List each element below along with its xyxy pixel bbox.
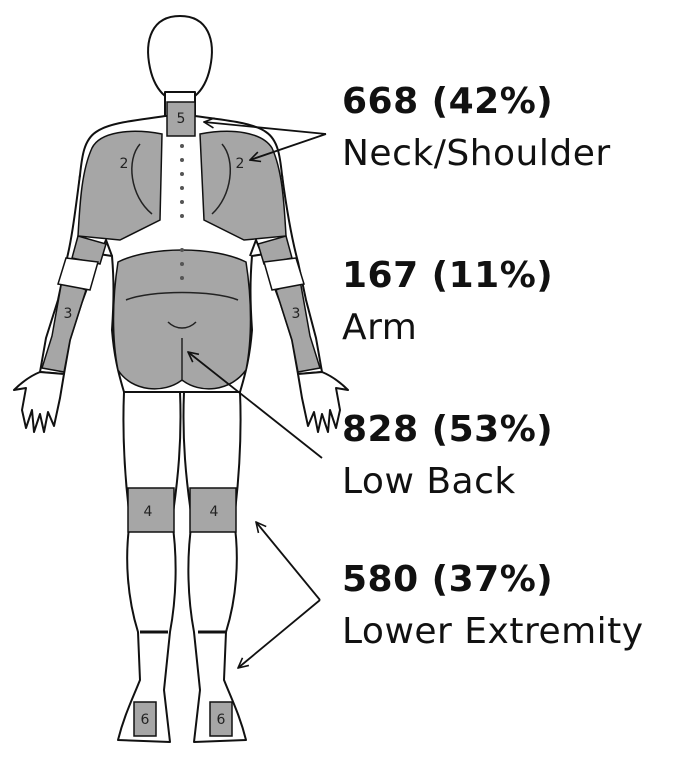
zone-number-left-foot: 6 [141,712,150,728]
zone-number-right-shoulder: 2 [236,156,245,172]
zone-number-neck: 5 [177,111,186,127]
zone-number-right-knee: 4 [210,504,219,520]
lower-extremity-count: 580 (37%) [342,562,644,598]
arrow-lower-extremity-foot [238,600,320,668]
lower-extremity-stat: 580 (37%) Lower Extremity [342,562,644,650]
right-arm-band [264,258,304,290]
arm-count: 167 (11%) [342,258,553,294]
left-forearm-region [42,280,86,372]
zone-number-right-arm: 3 [292,306,301,322]
neck-shoulder-count: 668 (42%) [342,84,611,120]
arm-stat: 167 (11%) Arm [342,258,553,346]
low-back-stat: 828 (53%) Low Back [342,412,553,500]
zone-number-right-foot: 6 [217,712,226,728]
head [148,16,212,96]
neck-shoulder-stat: 668 (42%) Neck/Shoulder [342,84,611,172]
lower-extremity-label: Lower Extremity [342,614,644,650]
left-arm-band [58,258,98,290]
arm-label: Arm [342,310,553,346]
zone-number-left-arm: 3 [64,306,73,322]
right-leg [183,392,246,742]
low-back-count: 828 (53%) [342,412,553,448]
zone-number-left-knee: 4 [144,504,153,520]
neck-shoulder-label: Neck/Shoulder [342,136,611,172]
zone-number-left-shoulder: 2 [120,156,129,172]
left-hand [14,372,64,432]
arrow-lower-extremity-knee [256,522,320,600]
right-hand [298,372,348,432]
low-back-label: Low Back [342,464,553,500]
left-leg [118,392,181,742]
